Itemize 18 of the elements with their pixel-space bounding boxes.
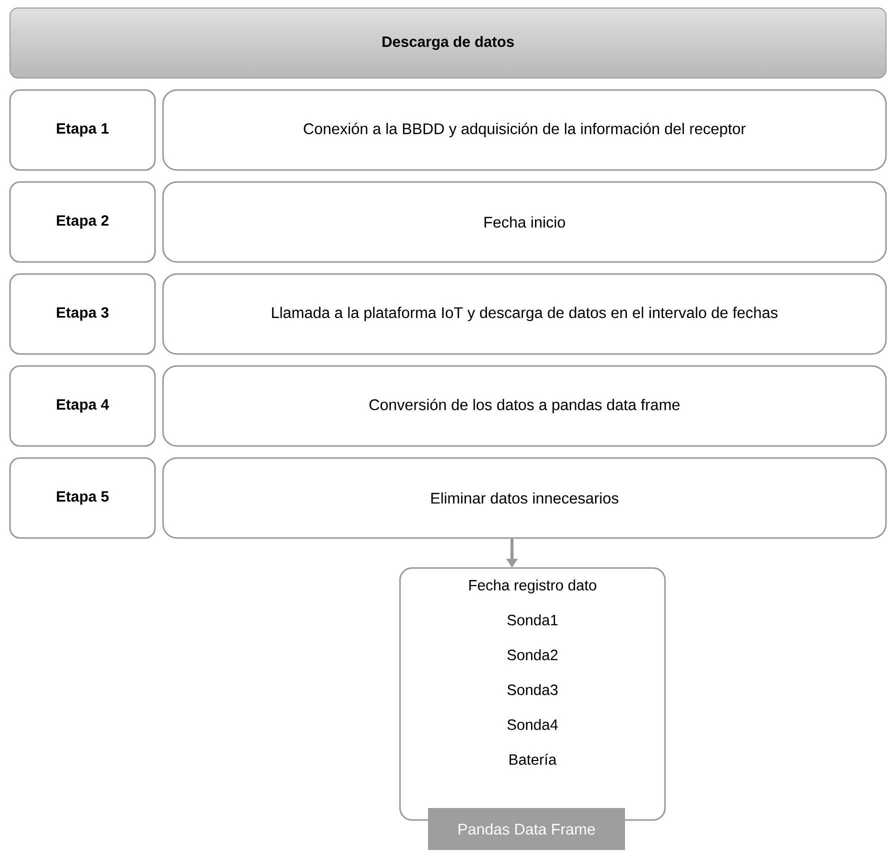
node-label: Sonda3: [507, 684, 558, 696]
data-frame-box: Fecha registro dato Sonda1 Sonda2 Sonda3 Sonda4 Batería Pandas Data Frame: [399, 567, 666, 850]
node-label: Fecha registro dato: [469, 580, 596, 594]
stage-box: Etapa 2: [9, 181, 156, 263]
stage-box: Etapa 3: [9, 273, 156, 355]
step-box: Conexión a la BBDD y adquisición de la información del receptor: [162, 89, 887, 171]
step-box: Fecha inicio: [162, 181, 887, 263]
step-box: Llamada a la plataforma IoT y descarga de datos en el intervalo de fechas: [162, 273, 887, 355]
node-label: Sonda2: [507, 649, 558, 660]
stage-box: Etapa 1: [9, 89, 156, 171]
step-box: Conversión de los datos a pandas data frame: [162, 365, 887, 447]
stage-box: Etapa 4: [9, 365, 156, 447]
node-label: Sonda4: [507, 719, 558, 730]
stage-box: Etapa 5: [9, 457, 156, 539]
node-label: Batería: [510, 754, 557, 765]
title-band: Descarga de datos: [10, 8, 886, 78]
step-box: Eliminar datos innecesarios: [162, 457, 887, 539]
node-label: Sonda1: [507, 614, 558, 626]
